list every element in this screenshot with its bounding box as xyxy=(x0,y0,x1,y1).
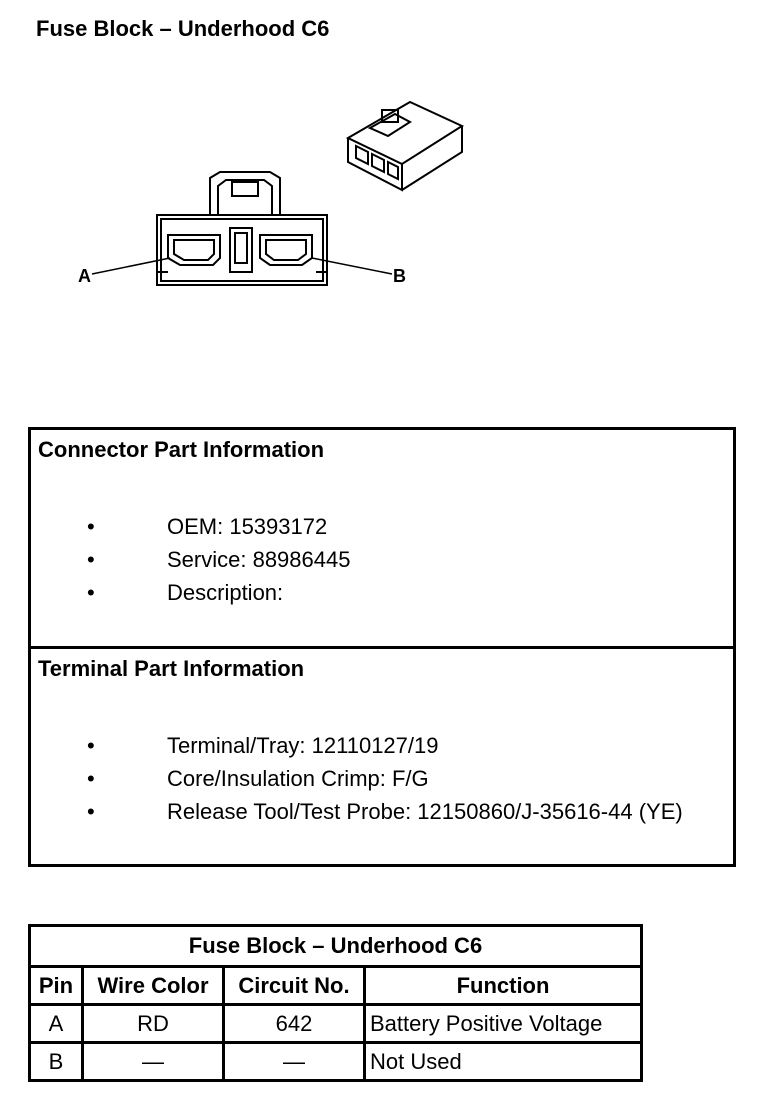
terminal-info-title: Terminal Part Information xyxy=(38,656,305,681)
column-header: Circuit No. xyxy=(222,965,366,1006)
terminal-part-information: Terminal Part Information •Terminal/Tray… xyxy=(31,649,733,864)
bullet-icon: • xyxy=(87,514,95,539)
list-item: •Terminal/Tray: 12110127/19 xyxy=(87,729,683,762)
table-cell: 642 xyxy=(222,1003,366,1044)
connector-info-title: Connector Part Information xyxy=(38,437,325,462)
bullet-icon: • xyxy=(87,733,95,758)
table-cell: A xyxy=(28,1003,84,1044)
table-cell: — xyxy=(81,1041,225,1082)
pin-a-label: A xyxy=(78,266,91,286)
bullet-icon: • xyxy=(87,547,95,572)
connector-info-list: •OEM: 15393172 •Service: 88986445 •Descr… xyxy=(87,510,350,609)
bullet-icon: • xyxy=(87,799,95,824)
connector-face-diagram: A B xyxy=(78,100,465,286)
part-information-box: Connector Part Information •OEM: 1539317… xyxy=(28,427,736,867)
bullet-icon: • xyxy=(87,580,95,605)
terminal-info-list: •Terminal/Tray: 12110127/19 •Core/Insula… xyxy=(87,729,683,828)
table-cell: — xyxy=(222,1041,366,1082)
table-cell: B xyxy=(28,1041,84,1082)
column-header: Wire Color xyxy=(81,965,225,1006)
table-cell: RD xyxy=(81,1003,225,1044)
connector-part-information: Connector Part Information •OEM: 1539317… xyxy=(31,430,733,649)
table-row: A RD 642 Battery Positive Voltage xyxy=(28,1003,643,1044)
table-header-row: Pin Wire Color Circuit No. Function xyxy=(28,965,643,1006)
pin-out-table: Fuse Block – Underhood C6 Pin Wire Color… xyxy=(28,924,643,1082)
page-title: Fuse Block – Underhood C6 xyxy=(36,16,330,41)
list-item: •OEM: 15393172 xyxy=(87,510,350,543)
table-cell: Not Used xyxy=(363,1041,643,1082)
list-item: •Release Tool/Test Probe: 12150860/J-356… xyxy=(87,795,683,828)
bullet-icon: • xyxy=(87,766,95,791)
table-row: B — — Not Used xyxy=(28,1041,643,1082)
list-item: •Core/Insulation Crimp: F/G xyxy=(87,762,683,795)
list-item: •Description: xyxy=(87,576,350,609)
list-item: •Service: 88986445 xyxy=(87,543,350,576)
pin-b-label: B xyxy=(393,266,406,286)
column-header: Pin xyxy=(28,965,84,1006)
table-caption: Fuse Block – Underhood C6 xyxy=(28,924,643,968)
column-header: Function xyxy=(363,965,643,1006)
table-cell: Battery Positive Voltage xyxy=(363,1003,643,1044)
